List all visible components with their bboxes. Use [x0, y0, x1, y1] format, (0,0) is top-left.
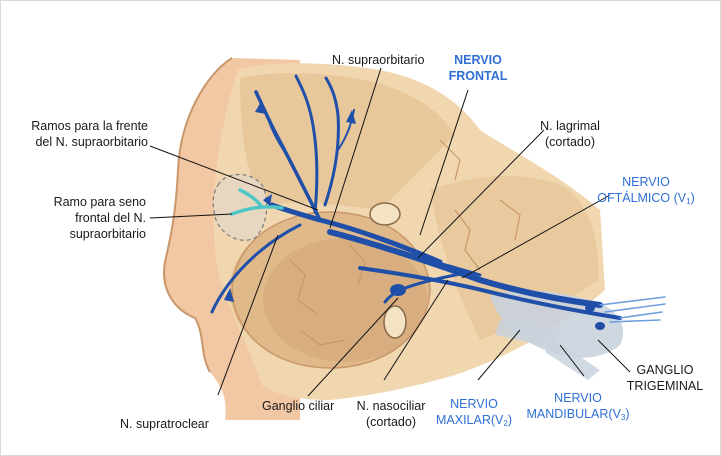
label-ramos-frente: Ramos para la frente del N. supraorbitar… — [18, 118, 148, 150]
label-nervio-maxilar-close: ) — [508, 413, 512, 427]
label-ramo-seno-line2: frontal del N. — [40, 210, 146, 226]
label-n-lagrimal-line1: N. lagrimal — [530, 118, 610, 134]
label-ganglio-trigeminal-line2: TRIGEMINAL — [622, 378, 708, 394]
label-nervio-maxilar-line1: NERVIO — [432, 396, 516, 412]
label-ganglio-trigeminal-line1: GANGLIO — [622, 362, 708, 378]
label-ramo-seno: Ramo para seno frontal del N. supraorbit… — [40, 194, 146, 242]
label-nervio-frontal: NERVIO FRONTAL — [444, 52, 512, 84]
label-n-nasociliar-line1: N. nasociliar — [350, 398, 432, 414]
label-n-lagrimal-line2: (cortado) — [530, 134, 610, 150]
label-ganglio-ciliar: Ganglio ciliar — [262, 398, 334, 414]
label-nervio-oftalmico-text: OFTÁLMICO (V — [597, 191, 686, 205]
label-n-nasociliar-line2: (cortado) — [350, 414, 432, 430]
label-nervio-maxilar-line2: MAXILAR(V2) — [432, 412, 516, 432]
label-nervio-oftalmico-line2: OFTÁLMICO (V1) — [596, 190, 696, 210]
label-nervio-maxilar: NERVIO MAXILAR(V2) — [432, 396, 516, 432]
label-nervio-frontal-line2: FRONTAL — [444, 68, 512, 84]
label-ramos-frente-line2: del N. supraorbitario — [18, 134, 148, 150]
label-ramos-frente-line1: Ramos para la frente — [18, 118, 148, 134]
nasociliar-cut-bone — [384, 306, 406, 338]
label-supraorbitario: N. supraorbitario — [332, 52, 424, 68]
label-ramo-seno-line1: Ramo para seno — [40, 194, 146, 210]
label-nervio-mandibular-close: ) — [625, 407, 629, 421]
label-nervio-frontal-line1: NERVIO — [444, 52, 512, 68]
label-nervio-oftalmico-close: ) — [691, 191, 695, 205]
label-nervio-mandibular-line1: NERVIO — [526, 390, 630, 406]
label-n-nasociliar: N. nasociliar (cortado) — [350, 398, 432, 430]
ciliary-ganglion — [390, 284, 406, 296]
label-nervio-oftalmico-line1: NERVIO — [596, 174, 696, 190]
trochlea-cut-bone — [370, 203, 400, 225]
label-nervio-mandibular-line2: MANDIBULAR(V3) — [526, 406, 630, 426]
label-n-lagrimal: N. lagrimal (cortado) — [530, 118, 610, 150]
label-nervio-mandibular-text: MANDIBULAR(V — [526, 407, 620, 421]
label-nervio-oftalmico: NERVIO OFTÁLMICO (V1) — [596, 174, 696, 210]
label-nervio-maxilar-text: MAXILAR(V — [436, 413, 503, 427]
label-ramo-seno-line3: supraorbitario — [40, 226, 146, 242]
label-ganglio-trigeminal: GANGLIO TRIGEMINAL — [622, 362, 708, 394]
label-nervio-mandibular: NERVIO MANDIBULAR(V3) — [526, 390, 630, 426]
label-supratroclear: N. supratroclear — [120, 416, 209, 432]
